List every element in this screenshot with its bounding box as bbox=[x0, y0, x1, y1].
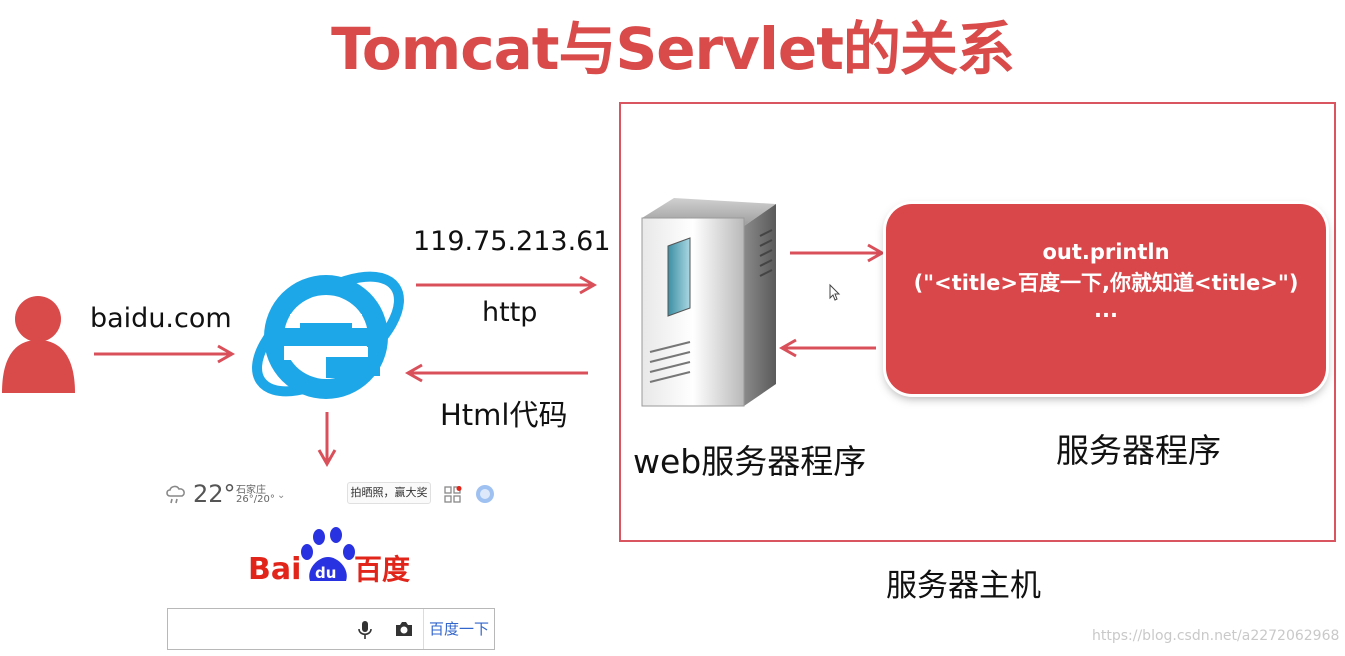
protocol-label: http bbox=[482, 297, 538, 328]
avatar-icon[interactable] bbox=[476, 485, 494, 503]
search-button[interactable]: 百度一下 bbox=[424, 609, 494, 649]
web-server-label: web服务器程序 bbox=[633, 442, 867, 481]
code-line-2: ("<title>百度一下,你就知道<title>") bbox=[913, 271, 1299, 295]
server-program-label: 服务器程序 bbox=[1056, 431, 1221, 470]
ip-address-label: 119.75.213.61 bbox=[413, 226, 611, 257]
promo-link[interactable]: 拍晒照，赢大奖 bbox=[347, 482, 431, 504]
arrow-program-to-server bbox=[778, 338, 876, 358]
arrow-browser-to-page bbox=[317, 412, 337, 468]
code-line-3: ... bbox=[1094, 298, 1118, 322]
watermark: https://blog.csdn.net/a2272062968 bbox=[1092, 628, 1340, 644]
baidu-logo: Bai du 百度 bbox=[248, 527, 410, 585]
arrow-user-to-browser bbox=[94, 344, 236, 364]
domain-label: baidu.com bbox=[90, 303, 232, 334]
svg-text:Bai: Bai bbox=[248, 552, 301, 585]
code-line-1: out.println bbox=[1042, 240, 1170, 264]
camera-icon[interactable] bbox=[395, 621, 413, 637]
browser-ie-icon bbox=[252, 271, 404, 399]
arrow-response bbox=[404, 363, 588, 383]
user-icon bbox=[2, 296, 75, 393]
slide-title: Tomcat与Servlet的关系 bbox=[331, 15, 1015, 83]
mouse-cursor-icon bbox=[829, 283, 841, 301]
search-divider bbox=[423, 609, 424, 649]
chevron-down-icon[interactable]: ⌄ bbox=[277, 490, 286, 501]
weather-rain-icon bbox=[166, 485, 185, 504]
server-tower-icon bbox=[641, 198, 776, 407]
servlet-code-card: out.println ("<title>百度一下,你就知道<title>") … bbox=[886, 204, 1326, 394]
apps-grid-icon[interactable] bbox=[444, 486, 462, 504]
svg-text:du: du bbox=[315, 564, 336, 582]
server-host-label: 服务器主机 bbox=[886, 568, 1041, 604]
city-name[interactable]: 石家庄 bbox=[236, 485, 266, 496]
microphone-icon[interactable] bbox=[358, 620, 372, 640]
arrow-server-to-program bbox=[790, 243, 886, 263]
response-label: Html代码 bbox=[440, 398, 568, 432]
svg-text:百度: 百度 bbox=[354, 553, 410, 585]
server-host-box bbox=[619, 102, 1336, 542]
arrow-request bbox=[416, 275, 598, 295]
temperature-range: 26°/20° bbox=[236, 494, 275, 505]
temperature: 22° bbox=[193, 480, 236, 508]
